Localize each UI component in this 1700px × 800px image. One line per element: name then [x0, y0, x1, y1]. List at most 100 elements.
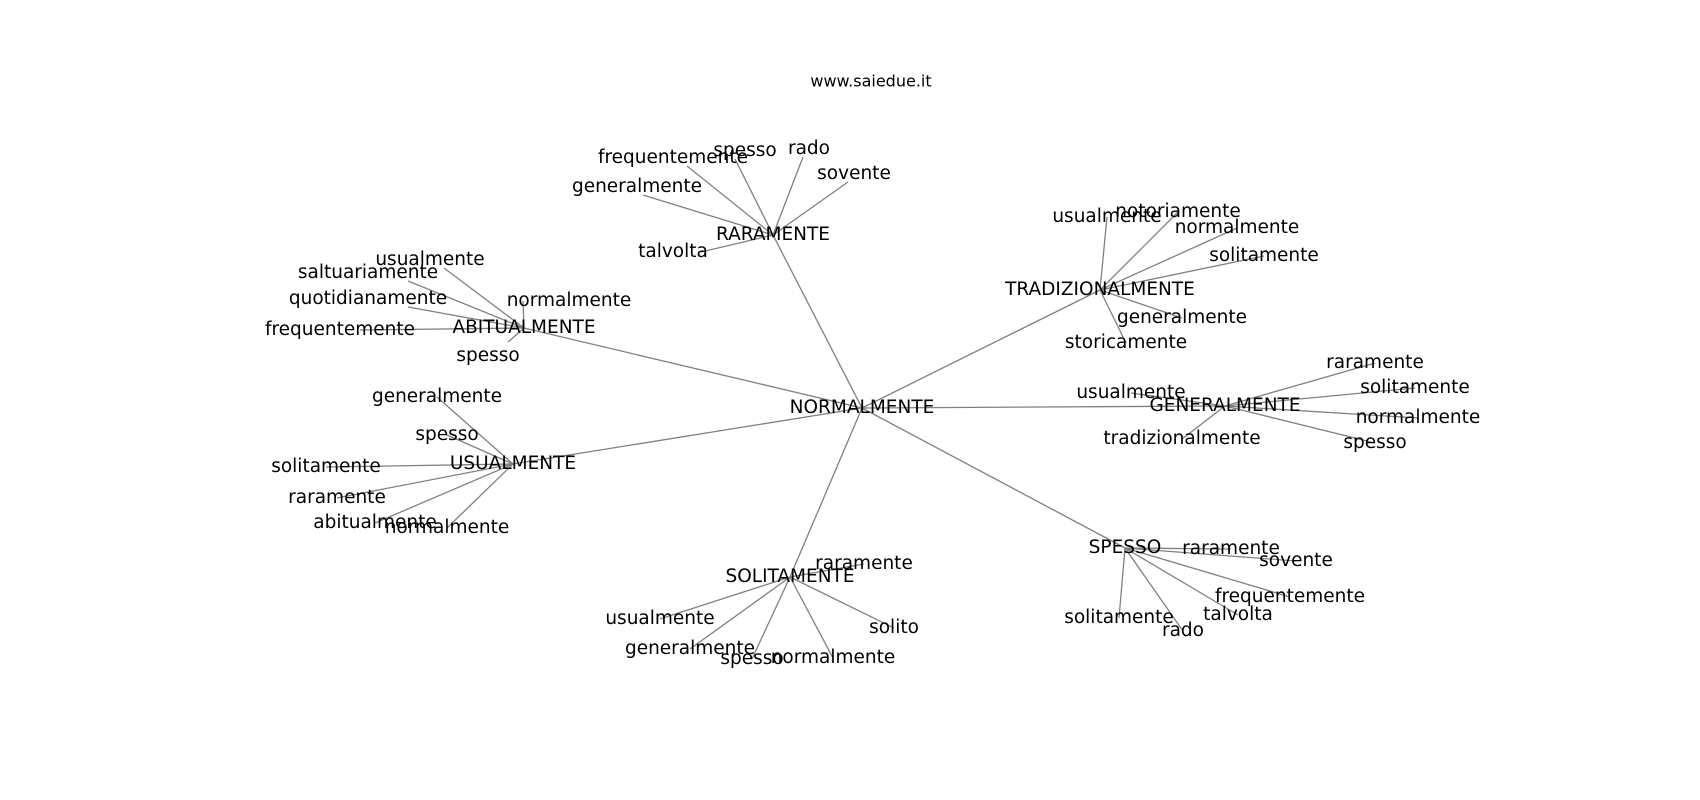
- edge-abitualmente-normalmente: [522, 300, 525, 329]
- edge-tradizionalmente-storicamente: [1099, 289, 1127, 344]
- edge-generalmente-usualmente: [1130, 392, 1226, 407]
- edge-solitamente-generalmente: [689, 576, 791, 650]
- node-leaf-solitamente: solitamente: [271, 456, 381, 477]
- edge-generalmente-tradizionalmente: [1181, 405, 1226, 440]
- node-leaf-spesso: spesso: [720, 648, 783, 669]
- node-leaf-usualmente: usualmente: [1076, 382, 1185, 403]
- edge-spesso-raramente: [1124, 547, 1232, 550]
- edge-solitamente-solito: [789, 576, 895, 629]
- graph-edges: [325, 156, 1419, 660]
- node-leaf-spesso: spesso: [713, 140, 776, 161]
- edge-solitamente-raramente: [789, 563, 865, 578]
- node-hub-spesso: SPESSO: [1089, 537, 1162, 558]
- node-hub-generalmente: GENERALMENTE: [1149, 395, 1300, 416]
- edge-spesso-rado: [1124, 547, 1184, 632]
- node-leaf-rado: rado: [1162, 620, 1204, 641]
- edge-root-solitamente: [789, 407, 863, 578]
- node-leaf-usualmente: usualmente: [605, 608, 714, 629]
- node-leaf-talvolta: talvolta: [638, 241, 708, 262]
- edge-raramente-spesso: [734, 158, 774, 236]
- edge-abitualmente-usualmente: [443, 267, 525, 329]
- edge-spesso-sovente: [1124, 547, 1297, 562]
- node-leaf-usualmente: usualmente: [375, 249, 484, 270]
- node-leaf-normalmente: normalmente: [507, 290, 632, 311]
- edge-root-abitualmente: [523, 327, 863, 409]
- node-leaf-spesso: spesso: [415, 424, 478, 445]
- node-leaf-frequentemente: frequentemente: [265, 319, 415, 340]
- edge-tradizionalmente-usualmente: [1099, 216, 1108, 291]
- edge-usualmente-solitamente: [325, 463, 514, 468]
- node-leaf-usualmente: usualmente: [1052, 206, 1161, 227]
- node-leaf-spesso: spesso: [1343, 432, 1406, 453]
- node-hub-solitamente: SOLITAMENTE: [725, 566, 854, 587]
- edge-raramente-frequentemente: [686, 165, 774, 236]
- node-hub-raramente: RARAMENTE: [716, 224, 830, 245]
- edge-solitamente-usualmente: [659, 576, 791, 620]
- edge-tradizionalmente-normalmente: [1099, 227, 1238, 291]
- edge-usualmente-spesso: [446, 434, 514, 465]
- edge-root-generalmente: [861, 405, 1226, 409]
- edge-generalmente-raramente: [1224, 362, 1376, 407]
- edge-raramente-talvolta: [700, 234, 774, 253]
- edge-root-spesso: [861, 407, 1126, 549]
- edge-abitualmente-quotidianamente: [407, 306, 525, 329]
- node-leaf-generalmente: generalmente: [572, 176, 702, 197]
- edge-abitualmente-saltuariamente: [407, 280, 525, 329]
- node-leaf-generalmente: generalmente: [625, 638, 755, 659]
- edge-spesso-talvolta: [1124, 547, 1239, 616]
- node-leaf-storicamente: storicamente: [1065, 332, 1187, 353]
- node-leaf-frequentemente: frequentemente: [598, 147, 748, 168]
- node-leaf-normalmente: normalmente: [385, 517, 510, 538]
- node-root: NORMALMENTE: [790, 397, 935, 418]
- edge-spesso-solitamente: [1118, 547, 1126, 619]
- node-leaf-frequentemente: frequentemente: [1215, 586, 1365, 607]
- edge-usualmente-abitualmente: [374, 463, 514, 524]
- edge-abitualmente-frequentemente: [359, 327, 525, 331]
- node-leaf-solitamente: solitamente: [1209, 245, 1319, 266]
- edge-usualmente-generalmente: [436, 396, 514, 465]
- edge-solitamente-normalmente: [789, 576, 834, 659]
- edge-tradizionalmente-generalmente: [1099, 289, 1183, 319]
- node-leaf-sovente: sovente: [1259, 550, 1333, 571]
- node-leaf-generalmente: generalmente: [372, 386, 502, 407]
- node-leaf-normalmente: normalmente: [1175, 217, 1300, 238]
- edge-tradizionalmente-notoriamente: [1099, 211, 1179, 291]
- edge-usualmente-normalmente: [446, 463, 514, 529]
- edge-root-raramente: [772, 234, 863, 409]
- node-leaf-raramente: raramente: [288, 487, 386, 508]
- edge-generalmente-spesso: [1224, 405, 1376, 444]
- node-leaf-normalmente: normalmente: [771, 647, 896, 668]
- graph-labels: NORMALMENTERARAMENTEfrequentementespesso…: [265, 138, 1480, 669]
- edge-raramente-sovente: [772, 181, 849, 236]
- node-leaf-spesso: spesso: [456, 345, 519, 366]
- node-leaf-notoriamente: notoriamente: [1115, 201, 1240, 222]
- edge-raramente-generalmente: [642, 194, 774, 236]
- node-leaf-abitualmente: abitualmente: [313, 512, 436, 533]
- edge-root-tradizionalmente: [861, 289, 1101, 409]
- node-leaf-rado: rado: [788, 138, 830, 159]
- node-leaf-solito: solito: [869, 617, 919, 638]
- node-leaf-solitamente: solitamente: [1064, 607, 1174, 628]
- node-hub-usualmente: USUALMENTE: [450, 453, 576, 474]
- node-leaf-generalmente: generalmente: [1117, 307, 1247, 328]
- edge-abitualmente-spesso: [507, 327, 525, 343]
- edge-solitamente-spesso: [751, 576, 791, 660]
- node-leaf-raramente: raramente: [1182, 538, 1280, 559]
- node-leaf-sovente: sovente: [817, 163, 891, 184]
- node-leaf-raramente: raramente: [1326, 352, 1424, 373]
- node-leaf-talvolta: talvolta: [1203, 604, 1273, 625]
- node-leaf-tradizionalmente: tradizionalmente: [1103, 428, 1260, 449]
- node-leaf-solitamente: solitamente: [1360, 377, 1470, 398]
- node-leaf-raramente: raramente: [815, 553, 913, 574]
- edge-spesso-frequentemente: [1124, 547, 1291, 598]
- edge-usualmente-raramente: [336, 463, 514, 499]
- edge-generalmente-normalmente: [1224, 405, 1419, 419]
- edge-tradizionalmente-solitamente: [1099, 255, 1265, 291]
- edge-raramente-rado: [772, 156, 804, 236]
- site-title: www.saiedue.it: [810, 72, 931, 91]
- edge-root-usualmente: [512, 407, 863, 465]
- edge-generalmente-solitamente: [1224, 387, 1416, 407]
- node-leaf-quotidianamente: quotidianamente: [289, 288, 447, 309]
- node-hub-tradizionalmente: TRADIZIONALMENTE: [1004, 279, 1195, 300]
